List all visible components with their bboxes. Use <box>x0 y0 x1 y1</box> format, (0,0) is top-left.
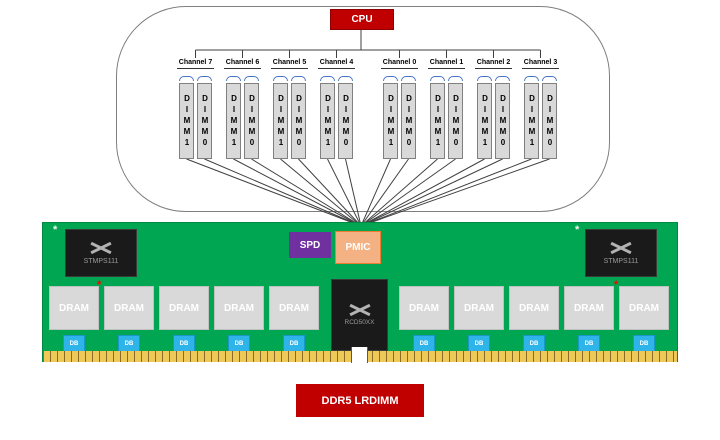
dram-chip: DRAM <box>214 286 264 330</box>
dimm-brace-icon <box>226 76 241 81</box>
chip-label: RCD50XX <box>344 319 375 327</box>
rcd-chip: RCD50XX <box>331 279 388 351</box>
dimm-brace-icon <box>338 76 353 81</box>
channel-label: Channel 2 <box>475 58 512 69</box>
power-switch-chip-right: STMPS111 <box>585 229 657 277</box>
dimm-brace-icon <box>524 76 539 81</box>
chip-label: STMPS111 <box>603 258 639 265</box>
dimm-brace-icon <box>448 76 463 81</box>
dimm-slot: DIMM1 <box>273 83 288 159</box>
dimm-brace-icon <box>477 76 492 81</box>
dimm-slot: DIMM0 <box>401 83 416 159</box>
dimm-slot: DIMM0 <box>291 83 306 159</box>
dimm-brace-icon <box>495 76 510 81</box>
dimm-slot: DIMM1 <box>383 83 398 159</box>
dimm-brace-icon <box>383 76 398 81</box>
footnote-asterisk: * <box>575 224 580 236</box>
cpu-box: CPU <box>330 9 394 30</box>
dimm-brace-icon <box>244 76 259 81</box>
channel-label: Channel 6 <box>224 58 261 69</box>
dram-chip: DRAM <box>269 286 319 330</box>
st-logo-icon <box>89 241 113 255</box>
dimm-slot: DIMM1 <box>320 83 335 159</box>
chip-label: STMPS111 <box>83 258 119 265</box>
channel-group-2: Channel 2 DIMM1 DIMM0 <box>475 58 512 159</box>
dimm-slot: DIMM1 <box>524 83 539 159</box>
channel-label: Channel 3 <box>522 58 559 69</box>
connector-key-notch <box>351 347 368 363</box>
lrdimm-pcb: * * * * STMPS111 STMPS111 SPD PMIC RCD50… <box>42 222 678 363</box>
footnote-asterisk-red: * <box>97 279 102 291</box>
channel-group-5: Channel 5 DIMM1 DIMM0 <box>271 58 308 159</box>
dimm-slot: DIMM0 <box>244 83 259 159</box>
channel-label: Channel 4 <box>318 58 355 69</box>
dram-chip: DRAM <box>619 286 669 330</box>
channel-label: Channel 7 <box>177 58 214 69</box>
power-switch-chip-left: STMPS111 <box>65 229 137 277</box>
dimm-brace-icon <box>273 76 288 81</box>
spd-chip: SPD <box>289 232 331 258</box>
dimm-slot: DIMM1 <box>430 83 445 159</box>
dimm-brace-icon <box>401 76 416 81</box>
dimm-slot: DIMM0 <box>542 83 557 159</box>
dimm-slot: DIMM1 <box>477 83 492 159</box>
footnote-asterisk: * <box>53 224 58 236</box>
channel-group-0: Channel 0 DIMM1 DIMM0 <box>381 58 418 159</box>
dimm-brace-icon <box>320 76 335 81</box>
dram-chip: DRAM <box>454 286 504 330</box>
data-buffer-chip: DB <box>523 335 545 353</box>
channel-group-6: Channel 6 DIMM1 DIMM0 <box>224 58 261 159</box>
dram-chip: DRAM <box>399 286 449 330</box>
diagram-caption: DDR5 LRDIMM <box>296 384 424 417</box>
dimm-brace-icon <box>291 76 306 81</box>
data-buffer-chip: DB <box>63 335 85 353</box>
channel-label: Channel 0 <box>381 58 418 69</box>
dimm-brace-icon <box>430 76 445 81</box>
dimm-brace-icon <box>197 76 212 81</box>
dram-chip: DRAM <box>49 286 99 330</box>
dimm-slot: DIMM0 <box>197 83 212 159</box>
rcd-logo-icon <box>348 303 372 317</box>
channel-group-3: Channel 3 DIMM1 DIMM0 <box>522 58 559 159</box>
dimm-brace-icon <box>179 76 194 81</box>
pmic-chip: PMIC <box>335 231 381 264</box>
channel-group-7: Channel 7 DIMM1 DIMM0 <box>177 58 214 159</box>
dram-chip: DRAM <box>509 286 559 330</box>
channel-group-4: Channel 4 DIMM1 DIMM0 <box>318 58 355 159</box>
channel-group-1: Channel 1 DIMM1 DIMM0 <box>428 58 465 159</box>
dram-chip: DRAM <box>159 286 209 330</box>
dimm-slot: DIMM0 <box>448 83 463 159</box>
dimm-brace-icon <box>542 76 557 81</box>
dimm-slot: DIMM0 <box>338 83 353 159</box>
footnote-asterisk-red: * <box>614 279 619 291</box>
dimm-slot: DIMM1 <box>179 83 194 159</box>
dram-chip: DRAM <box>104 286 154 330</box>
st-logo-icon <box>609 241 633 255</box>
channel-label: Channel 1 <box>428 58 465 69</box>
dram-chip: DRAM <box>564 286 614 330</box>
channel-label: Channel 5 <box>271 58 308 69</box>
dimm-slot: DIMM1 <box>226 83 241 159</box>
dimm-slot: DIMM0 <box>495 83 510 159</box>
